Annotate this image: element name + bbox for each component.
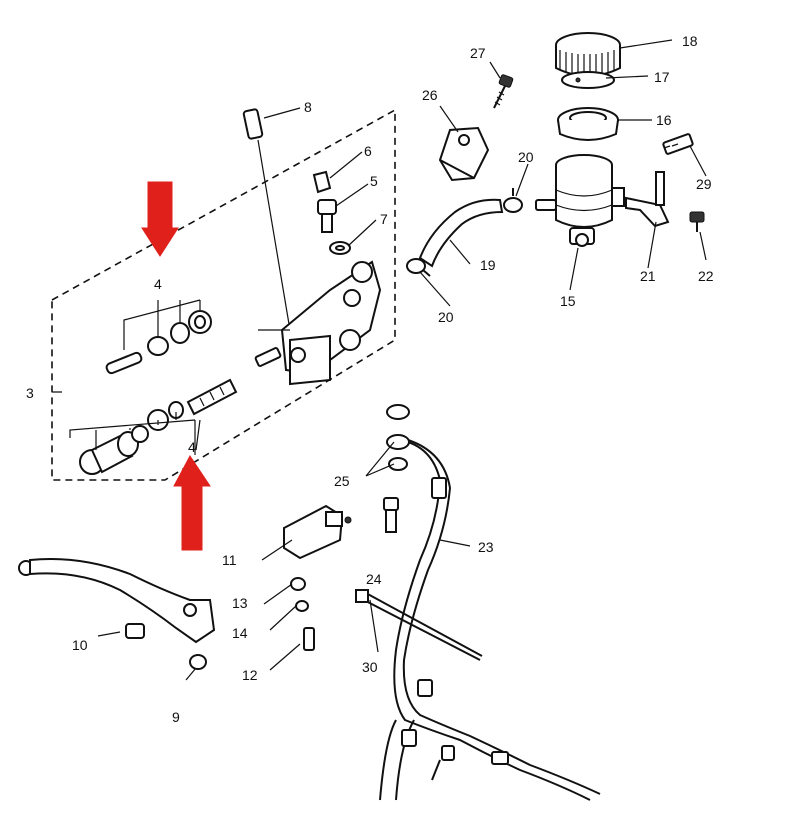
bolt-29 [662, 133, 694, 155]
callout-16: 16 [656, 112, 672, 128]
callout-9: 9 [172, 709, 180, 725]
callout-13: 13 [232, 595, 248, 611]
callout-5: 5 [370, 173, 378, 189]
clamp-26 [438, 126, 490, 182]
screw-22 [689, 211, 705, 232]
subassembly-boundary [51, 108, 396, 481]
master-cylinder-body [280, 260, 382, 386]
washer-14 [295, 600, 309, 612]
red-arrow-up [173, 455, 211, 551]
callout-4-upper: 4 [154, 276, 162, 292]
nut-13 [290, 577, 306, 591]
callout-30: 30 [362, 659, 378, 675]
bottom-bolt [431, 745, 455, 781]
cap-6 [312, 170, 332, 194]
red-arrow-down [141, 181, 179, 257]
callout-7: 7 [380, 211, 388, 227]
cable-tie [355, 589, 483, 661]
seal-kit-upper [105, 310, 212, 375]
bolt-8 [242, 108, 291, 331]
callout-15: 15 [560, 293, 576, 309]
nut-9 [189, 654, 207, 670]
callout-23: 23 [478, 539, 494, 555]
callout-12: 12 [242, 667, 258, 683]
callout-4-lower: 4 [188, 439, 196, 455]
callout-21: 21 [640, 268, 656, 284]
leader-lines [52, 39, 707, 681]
callout-22: 22 [698, 268, 714, 284]
brake-hose [379, 439, 601, 801]
screw-12 [303, 627, 315, 651]
callout-25: 25 [334, 473, 350, 489]
callout-18: 18 [682, 33, 698, 49]
callout-19: 19 [480, 257, 496, 273]
callout-14: 14 [232, 625, 248, 641]
brake-lever [18, 557, 216, 644]
callout-29: 29 [696, 176, 712, 192]
kit-bracket-upper [123, 299, 201, 350]
bolt-27 [493, 74, 514, 109]
hose-clamp-upper [503, 188, 523, 213]
reservoir-hose [418, 198, 504, 268]
callout-8: 8 [304, 99, 312, 115]
callout-20-upper: 20 [518, 149, 534, 165]
callout-20-lower: 20 [438, 309, 454, 325]
callout-3: 3 [26, 385, 34, 401]
hose-clamp-lower [406, 258, 431, 277]
callout-27: 27 [470, 45, 486, 61]
callout-24: 24 [366, 571, 382, 587]
kit-bracket-lower [69, 412, 196, 455]
piston-assembly-lower [79, 378, 238, 475]
reservoir-tank [535, 154, 625, 247]
washer-7 [329, 241, 351, 255]
pivot-pin [254, 347, 282, 367]
callout-26: 26 [422, 87, 438, 103]
brake-switch [283, 504, 352, 560]
bolt-24 [383, 497, 399, 533]
callout-11: 11 [222, 552, 237, 568]
banjo-washers [386, 404, 410, 471]
reservoir-plate [561, 71, 615, 89]
reservoir-diaphragm [557, 107, 619, 141]
callout-10: 10 [72, 637, 88, 653]
callout-17: 17 [654, 69, 670, 85]
reservoir-bracket [625, 171, 670, 228]
reservoir-cap [555, 32, 621, 77]
screw-5 [317, 199, 337, 233]
callout-6: 6 [364, 143, 372, 159]
